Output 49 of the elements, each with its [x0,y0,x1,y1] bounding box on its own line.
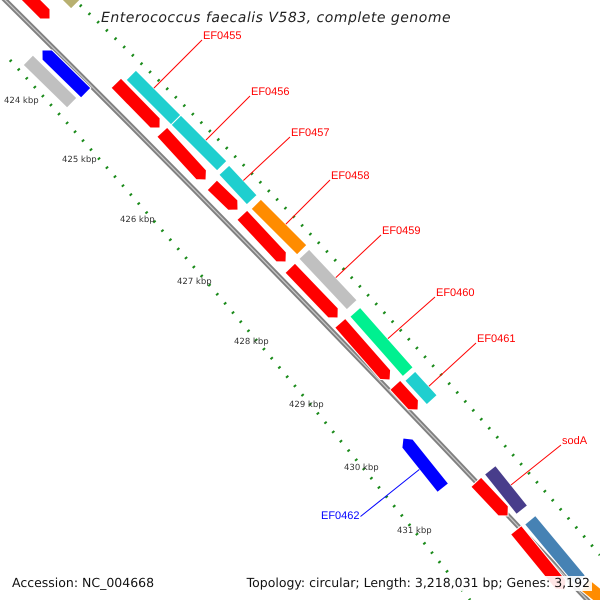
scale-label: 428 kbp [234,338,269,346]
gene-label: sodA [562,436,588,447]
pointed-gene-bar [401,437,450,494]
pointed-gene-bar [334,318,392,381]
pointed-gene-bar [206,179,238,211]
gene-label: EF0460 [436,288,475,299]
pointed-gene-bar [156,126,207,181]
gene-bar [298,248,358,310]
leader-line [205,96,250,141]
leader-line [153,40,202,89]
scale-label: 429 kbp [289,401,324,410]
leader-line [285,180,330,225]
leader-line [360,469,420,517]
scale-label: 431 kbp [397,527,432,536]
pointed-gene-bar [389,380,419,411]
scale-label: 424 kbp [4,97,39,106]
scale-label: 430 kbp [344,464,379,472]
pointed-gene-bar [20,0,50,20]
leader-line [387,296,436,340]
gene-label: EF0462 [321,511,360,522]
pointed-gene-bar [284,262,339,318]
gene-label: EF0459 [382,226,421,237]
gene-bar [349,306,414,378]
scale-label: 427 kbp [177,278,212,286]
gene-bar [484,464,528,516]
pointed-gene-bar [42,49,92,99]
gene-label: EF0461 [477,334,516,345]
scale-label: 425 kbp [62,156,97,164]
leader-line [335,234,382,278]
leader-line [242,136,290,181]
gene-label: EF0457 [291,128,330,139]
gene-label: EF0458 [331,171,370,182]
scale-label: 426 kbp [120,216,155,224]
pointed-gene-bar [470,476,509,517]
gene-bar [218,164,258,206]
gene-label: EF0456 [251,87,290,98]
leader-line [428,342,476,387]
gene-label: EF0455 [203,31,242,42]
gene-bar [125,69,182,126]
pointed-gene-bar [110,77,161,128]
genome-info-text: Topology: circular; Length: 3,218,031 bp; Genes: 3,192 [244,576,592,590]
leader-line [510,444,562,486]
gene-bar [404,370,438,406]
accession-text: Accession: NC_004668 [10,576,156,590]
gene-bar [22,54,78,109]
gene-bar [170,114,228,172]
pointed-gene-bar [236,210,287,263]
gene-bar [250,198,308,256]
title: Enterococcus faecalis V583, complete genome [101,11,452,25]
